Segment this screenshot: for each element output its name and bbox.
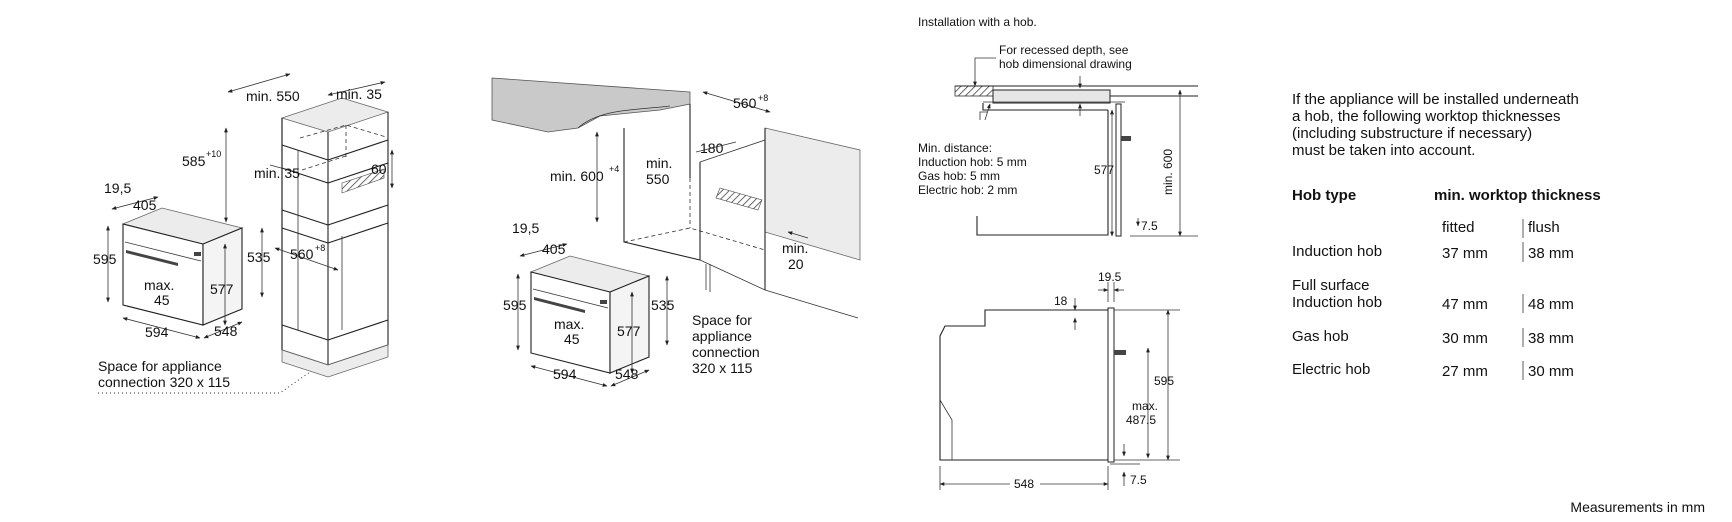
col-hob-type: Hob type xyxy=(1292,187,1356,204)
table-row: Induction hob 37 mm 38 mm xyxy=(1292,242,1574,262)
dim-595: 595 xyxy=(93,251,117,267)
note-connection-line3: connection xyxy=(692,344,760,360)
row-fitted: 47 mm xyxy=(1442,296,1488,313)
row-label: Induction hob xyxy=(1292,243,1382,260)
row-flush: 38 mm xyxy=(1528,245,1574,262)
dim-min-35-mid: min. 35 xyxy=(254,165,300,181)
info-para-line1: If the appliance will be installed under… xyxy=(1292,91,1579,108)
dim-577: 577 xyxy=(210,281,234,297)
dim-19-5: 19,5 xyxy=(512,220,539,236)
min-distance-title: Min. distance: xyxy=(918,141,992,155)
col-min-worktop-thickness: min. worktop thickness xyxy=(1434,187,1601,204)
note-connection-line2: appliance xyxy=(692,328,752,344)
dim-max-label: max. xyxy=(554,316,584,332)
dim-535: 535 xyxy=(247,249,271,265)
table-row: Gas hob 30 mm 38 mm xyxy=(1292,328,1574,347)
dim-594: 594 xyxy=(553,366,577,382)
oven-middle xyxy=(529,255,651,374)
dim-548: 548 xyxy=(214,323,238,339)
row-flush: 48 mm xyxy=(1528,296,1574,313)
dim-560: 560 xyxy=(733,95,757,111)
row-label: Gas hob xyxy=(1292,328,1349,345)
dim-max-45: 45 xyxy=(564,331,580,347)
dim-max-label: max. xyxy=(1132,399,1158,413)
units-note: Measurements in mm xyxy=(1570,499,1705,515)
dim-180: 180 xyxy=(700,140,724,156)
dim-min-35-top: min. 35 xyxy=(336,86,382,102)
recess-note-line2: hob dimensional drawing xyxy=(999,57,1132,71)
dim-min-600: min. 600 xyxy=(550,168,604,184)
worktop-thickness-info: If the appliance will be installed under… xyxy=(1292,91,1601,380)
tall-cabinet xyxy=(280,97,390,378)
dim-60: 60 xyxy=(371,161,387,177)
row-flush: 30 mm xyxy=(1528,363,1574,380)
worktop xyxy=(491,77,861,261)
middle-drawing: 560 +8 min. 600 +4 min. 550 180 min. 20 … xyxy=(491,77,861,387)
note-connection-line4: 320 x 115 xyxy=(692,360,753,376)
dim-min-550: min. 550 xyxy=(246,88,300,104)
dim-18: 18 xyxy=(1054,294,1068,308)
min-distance-gas: Gas hob: 5 mm xyxy=(918,169,1000,183)
note-connection-line1: Space for appliance xyxy=(98,358,222,374)
dim-405: 405 xyxy=(133,197,157,213)
min-distance-induction: Induction hob: 5 mm xyxy=(918,155,1027,169)
table-row: Full surface Induction hob 47 mm 48 mm xyxy=(1292,277,1574,313)
row-label-2: Induction hob xyxy=(1292,294,1382,311)
dim-19-5: 19,5 xyxy=(104,180,131,196)
dim-min-20: 20 xyxy=(788,256,804,272)
row-label: Electric hob xyxy=(1292,361,1370,378)
dim-min-600-tolerance: +4 xyxy=(609,164,619,174)
dim-max-45: 45 xyxy=(154,292,170,308)
dim-585: 585 xyxy=(182,153,206,169)
dim-7-5: 7.5 xyxy=(1141,219,1158,233)
left-drawing: min. 550 min. 35 585 +10 min. 35 60 19,5… xyxy=(93,73,394,394)
right-bottom-drawing: 19.5 18 595 max. 487.5 7.5 548 xyxy=(939,270,1180,491)
info-para-line4: must be taken into account. xyxy=(1292,142,1475,159)
dim-595: 595 xyxy=(1154,374,1174,388)
dim-548: 548 xyxy=(615,366,639,382)
dim-577: 577 xyxy=(617,323,641,339)
dim-585-tolerance: +10 xyxy=(206,149,221,159)
row-fitted: 30 mm xyxy=(1442,330,1488,347)
dim-7-5: 7.5 xyxy=(1130,473,1147,487)
right-top-drawing: Installation with a hob. For recessed de… xyxy=(918,15,1198,237)
sub-flush: flush xyxy=(1528,219,1560,236)
installation-title: Installation with a hob. xyxy=(918,15,1037,29)
min-distance-electric: Electric hob: 2 mm xyxy=(918,183,1017,197)
dim-560-tolerance: +8 xyxy=(315,243,325,253)
dim-595: 595 xyxy=(503,297,527,313)
dim-535: 535 xyxy=(651,297,675,313)
table-row: Electric hob 27 mm 30 mm xyxy=(1292,361,1574,380)
middle-dimensions: 560 +8 min. 600 +4 min. 550 180 min. 20 … xyxy=(503,91,808,387)
dim-max-label: max. xyxy=(144,277,174,293)
recess-note-line1: For recessed depth, see xyxy=(999,43,1129,57)
row-flush: 38 mm xyxy=(1528,330,1574,347)
dim-548: 548 xyxy=(1014,477,1034,491)
left-dimensions: min. 550 min. 35 585 +10 min. 35 60 19,5… xyxy=(93,73,394,394)
dim-560-tolerance: +8 xyxy=(758,93,768,103)
info-para-line3: (including substructure if necessary) xyxy=(1292,125,1532,142)
dim-min-550-label: min. xyxy=(646,155,672,171)
row-fitted: 27 mm xyxy=(1442,363,1488,380)
dim-594: 594 xyxy=(145,324,169,340)
row-fitted: 37 mm xyxy=(1442,245,1488,262)
note-connection-line1: Space for xyxy=(692,312,752,328)
dim-max-487-5: 487.5 xyxy=(1126,413,1156,427)
dim-577: 577 xyxy=(1094,163,1114,177)
oven-left xyxy=(121,207,244,326)
info-para-line2: a hob, the following worktop thicknesses xyxy=(1292,108,1560,125)
note-connection-line2: connection 320 x 115 xyxy=(98,374,230,390)
row-label: Full surface xyxy=(1292,277,1370,294)
sub-fitted: fitted xyxy=(1442,219,1475,236)
cabinet-opening xyxy=(623,104,859,319)
dim-560: 560 xyxy=(290,246,314,262)
dim-min-550: 550 xyxy=(646,171,670,187)
dim-min-600: min. 600 xyxy=(1161,149,1175,195)
dim-min-20-label: min. xyxy=(782,240,808,256)
dim-19-5: 19.5 xyxy=(1098,270,1122,284)
dim-405: 405 xyxy=(542,241,566,257)
